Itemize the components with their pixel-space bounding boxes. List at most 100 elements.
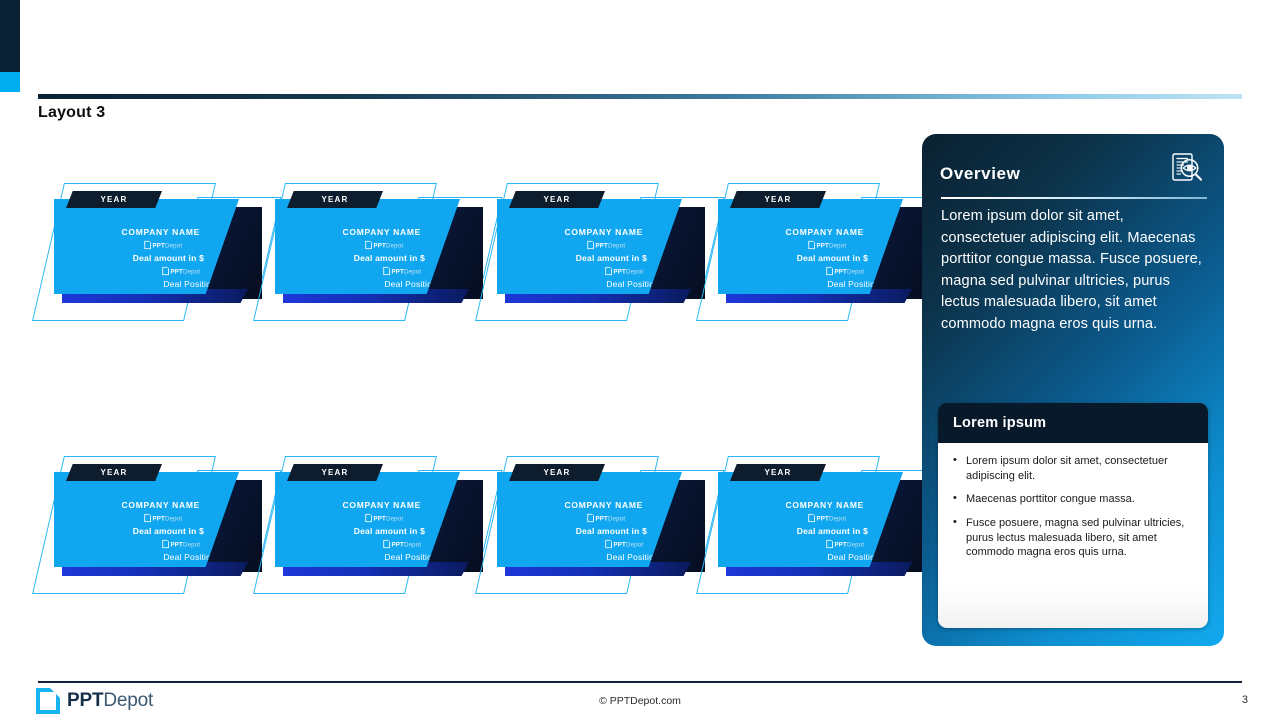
watermark-depot: Depot	[828, 241, 846, 249]
card-company-name: COMPANY NAME	[121, 500, 200, 510]
card-deal-position: Deal Position	[163, 552, 216, 562]
watermark-ppt: PPT	[834, 540, 847, 548]
watermark-depot: Depot	[385, 514, 403, 522]
overview-body-text: Lorem ipsum dolor sit amet, consectetuer…	[941, 208, 1202, 332]
card-deal-type: Deal Type	[407, 565, 447, 567]
card-deal-position: Deal Position	[827, 279, 880, 289]
lorem-ipsum-card-title: Lorem ipsum	[953, 415, 1047, 431]
card-deal-amount: Deal amount in $	[575, 526, 647, 536]
watermark-ppt: PPT	[152, 514, 165, 522]
watermark-ppt: PPT	[595, 241, 608, 249]
card-deal-type: Deal Type	[850, 565, 890, 567]
pptdepot-logo-icon	[808, 240, 816, 250]
footer-copyright: © PPTDepot.com	[599, 695, 681, 707]
overview-divider	[941, 197, 1207, 199]
card-deal-type: Deal Type	[186, 292, 226, 294]
watermark-depot: Depot	[846, 540, 864, 548]
watermark-ppt: PPT	[834, 267, 847, 275]
card-company-name: COMPANY NAME	[342, 500, 421, 510]
watermark-depot: Depot	[164, 241, 182, 249]
watermark-ppt: PPT	[170, 540, 183, 548]
logo-text-ppt: PPT	[67, 690, 104, 711]
watermark-depot: Depot	[182, 540, 200, 548]
card-company-name: COMPANY NAME	[121, 227, 200, 237]
bullet-item: Maecenas porttitor congue massa.	[950, 491, 1196, 507]
pptdepot-logo-icon	[162, 539, 170, 549]
watermark-depot: Depot	[164, 514, 182, 522]
overview-title: Overview	[940, 164, 1021, 183]
card-deal-amount: Deal amount in $	[796, 526, 868, 536]
card-deal-amount: Deal amount in $	[575, 253, 647, 263]
card-deal-position: Deal Position	[384, 552, 437, 562]
logo-text-depot: Depot	[103, 690, 154, 711]
pptdepot-logo-icon	[587, 513, 595, 523]
card-company-name: COMPANY NAME	[564, 227, 643, 237]
page-number: 3	[1241, 694, 1248, 706]
pptdepot-logo-icon	[605, 266, 613, 276]
watermark-depot: Depot	[607, 514, 625, 522]
bullet-item: Lorem ipsum dolor sit amet, consectetuer…	[950, 453, 1196, 483]
watermark-ppt: PPT	[391, 267, 404, 275]
pptdepot-logo-icon	[365, 240, 373, 250]
card-year-tab: YEAR	[287, 191, 383, 208]
card-company-name: COMPANY NAME	[785, 227, 864, 237]
corner-accent-cyan	[0, 72, 20, 92]
card-company-name: COMPANY NAME	[564, 500, 643, 510]
card-deal-type: Deal Type	[186, 565, 226, 567]
card-company-name: COMPANY NAME	[785, 500, 864, 510]
card-deal-amount: Deal amount in $	[796, 253, 868, 263]
document-search-icon	[1170, 152, 1204, 186]
card-deal-type: Deal Type	[629, 565, 669, 567]
pptdepot-logo-icon	[383, 266, 391, 276]
pptdepot-logo-icon	[383, 539, 391, 549]
bullet-list: Lorem ipsum dolor sit amet, consectetuer…	[950, 453, 1196, 560]
pptdepot-logo: PPT Depot	[36, 688, 153, 714]
watermark-ppt: PPT	[152, 241, 165, 249]
card-deal-type: Deal Type	[407, 292, 447, 294]
pptdepot-logo-icon	[365, 513, 373, 523]
pptdepot-logo-icon	[826, 266, 834, 276]
card-year-tab: YEAR	[730, 464, 826, 481]
card-deal-amount: Deal amount in $	[353, 526, 425, 536]
card-deal-position: Deal Position	[384, 279, 437, 289]
page-title: Layout 3	[38, 104, 106, 121]
watermark-depot: Depot	[403, 267, 421, 275]
card-deal-position: Deal Position	[827, 552, 880, 562]
bullet-item: Fusce posuere, magna sed pulvinar ultric…	[950, 515, 1196, 560]
lorem-ipsum-card-header: Lorem ipsum	[938, 403, 1208, 443]
lorem-ipsum-card-body: Lorem ipsum dolor sit amet, consectetuer…	[938, 443, 1208, 628]
watermark-depot: Depot	[403, 540, 421, 548]
title-divider	[38, 94, 1242, 99]
card-deal-amount: Deal amount in $	[132, 253, 204, 263]
watermark-depot: Depot	[828, 514, 846, 522]
pptdepot-logo-icon	[162, 266, 170, 276]
watermark-ppt: PPT	[613, 267, 626, 275]
pptdepot-logo-icon	[587, 240, 595, 250]
watermark-ppt: PPT	[816, 514, 829, 522]
